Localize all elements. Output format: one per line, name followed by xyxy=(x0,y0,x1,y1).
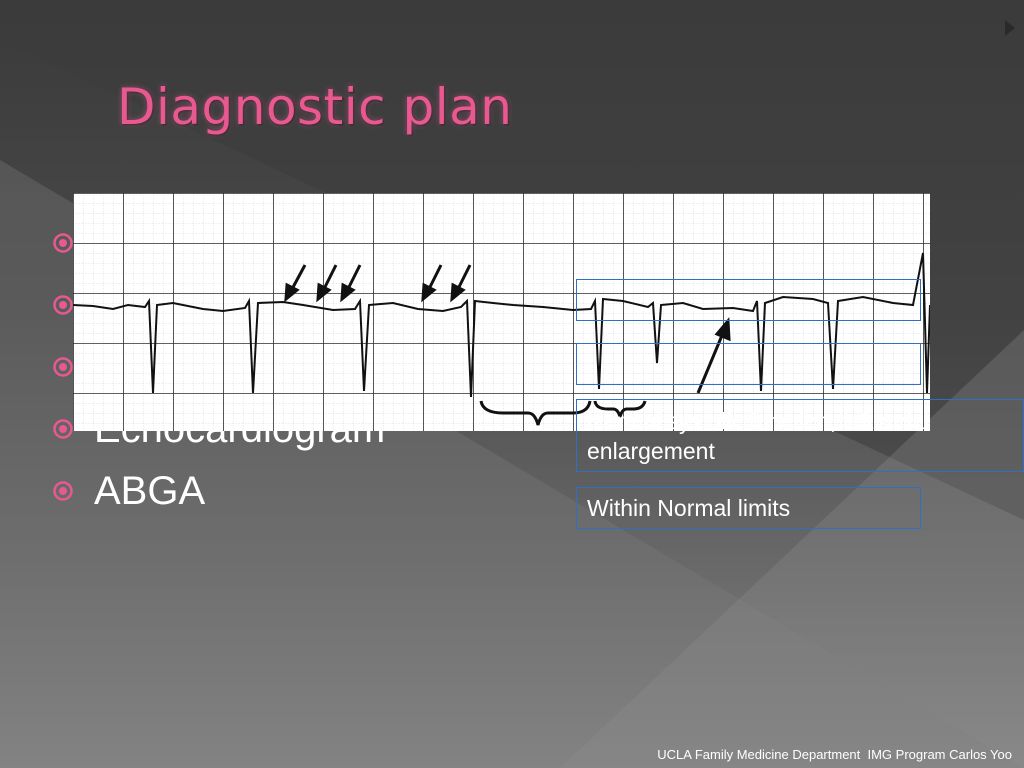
circled-dot-icon xyxy=(53,419,73,439)
ecg-finding-callout xyxy=(576,343,921,385)
bullet-item xyxy=(52,274,385,336)
circled-dot-icon xyxy=(53,357,73,377)
footer-credit: UCLA Family Medicine Department IMG Prog… xyxy=(657,747,1012,762)
bullet-label: ABGA xyxy=(94,468,206,513)
echocardiogram-result-callout: Normal systolic function, left atrial en… xyxy=(576,399,1024,472)
chevron-right-icon[interactable] xyxy=(1000,18,1020,38)
slide-title: Diagnostic plan xyxy=(117,78,513,136)
abga-result-callout: Within Normal limits xyxy=(576,487,921,529)
ecg-strip-image xyxy=(73,193,930,431)
bullet-item: ABGA xyxy=(52,460,385,522)
circled-dot-icon xyxy=(53,481,73,501)
bullet-item xyxy=(52,212,385,274)
circled-dot-icon xyxy=(53,295,73,315)
ecg-finding-callout xyxy=(576,279,921,321)
circled-dot-icon xyxy=(53,233,73,253)
bullet-item xyxy=(52,336,385,398)
